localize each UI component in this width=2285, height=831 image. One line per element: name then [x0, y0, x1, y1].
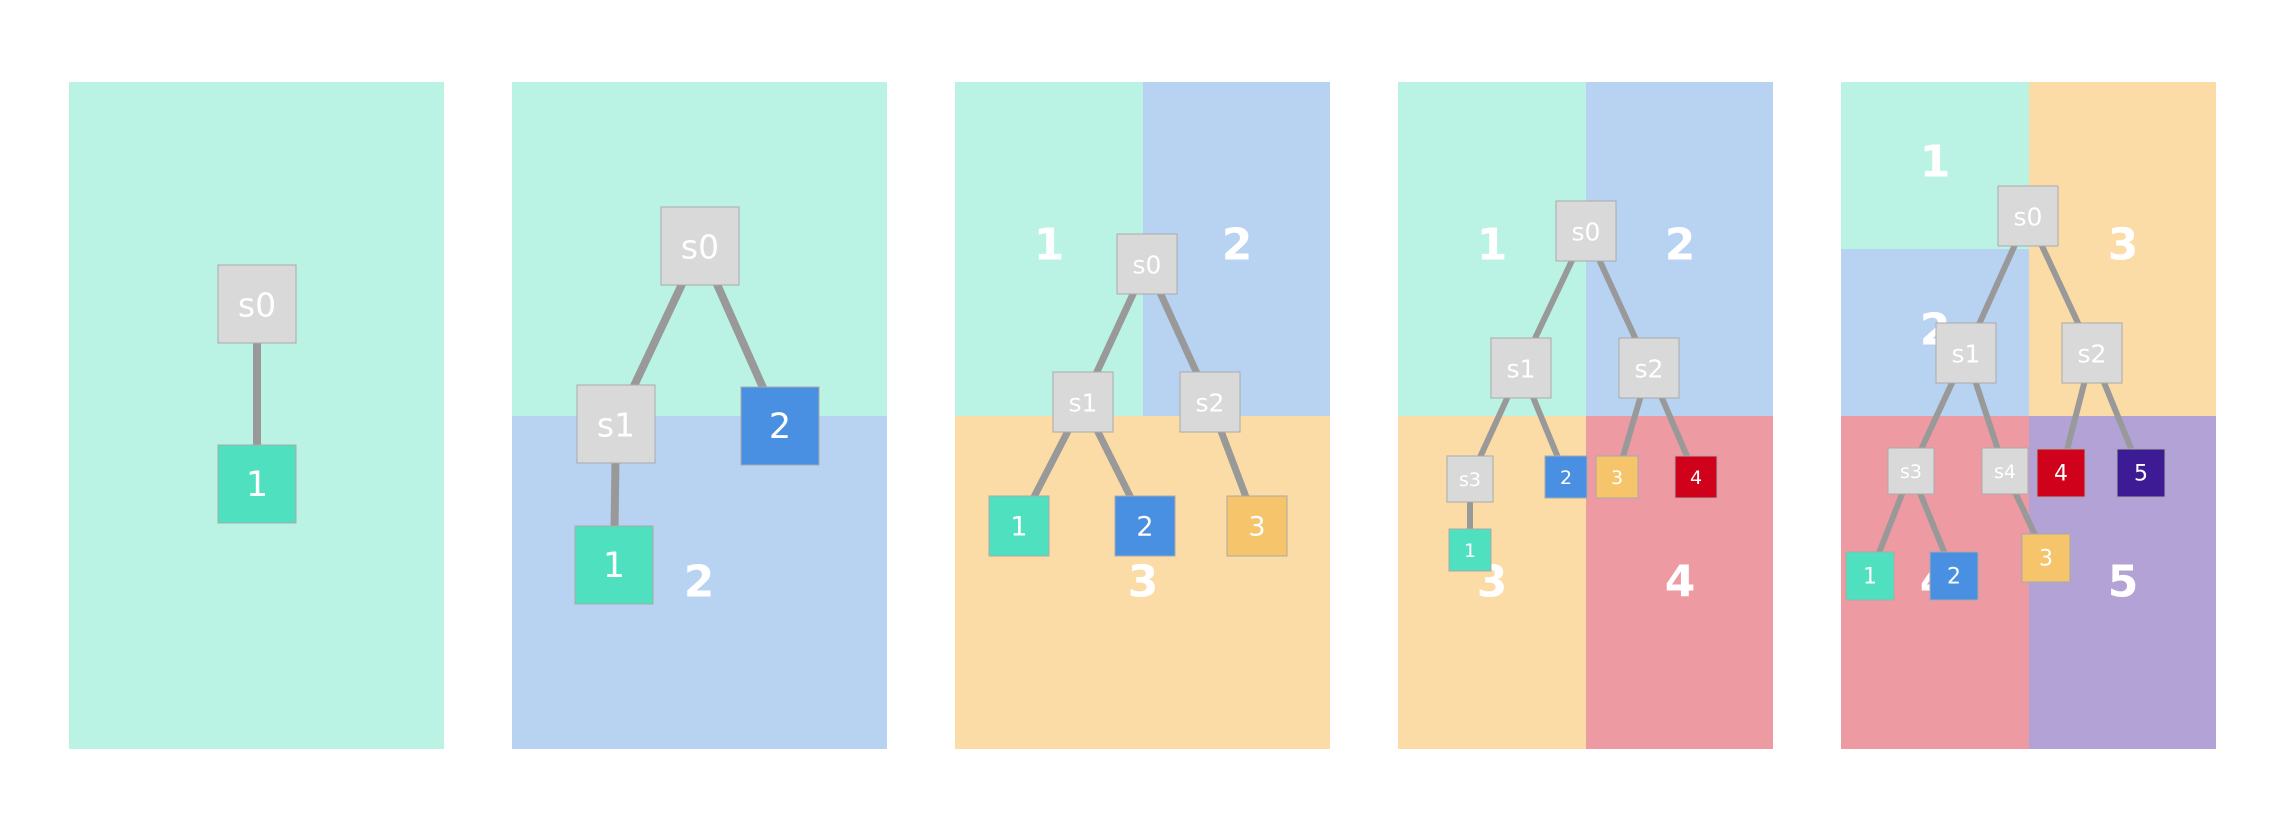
- leaf-node-label: 4: [1690, 467, 1702, 489]
- leaf-node-label: 1: [603, 546, 625, 586]
- panel-2: 2 s0 s1 1 2: [512, 82, 887, 749]
- region-label: 2: [684, 557, 715, 608]
- split-node-s1: [1490, 337, 1552, 399]
- leaf-node-label: 2: [769, 407, 791, 447]
- leaf-node-label: 1: [246, 465, 268, 505]
- split-node-s2: [1618, 337, 1680, 399]
- region-label: 5: [2108, 557, 2139, 608]
- leaf-node-label: 2: [1136, 512, 1153, 543]
- split-node-label: s2: [2078, 340, 2107, 369]
- panel-1: 1s01: [69, 82, 444, 749]
- region-label: 2: [1222, 220, 1253, 271]
- split-node-s3: [1887, 447, 1935, 495]
- leaf-node-label: 1: [1863, 565, 1877, 590]
- split-node-label: s0: [238, 286, 276, 325]
- split-node-label: s3: [1900, 461, 1922, 483]
- split-node-s2: [2061, 322, 2123, 384]
- split-node-s0: [1116, 233, 1178, 295]
- region-label: 2: [1665, 220, 1696, 271]
- region-1: [955, 82, 1143, 416]
- leaf-node-2: [1114, 495, 1176, 557]
- region-3: [955, 416, 1330, 749]
- split-node-s1: [576, 384, 656, 464]
- region-label: 1: [1920, 137, 1951, 188]
- leaf-node-label: 1: [1464, 540, 1476, 562]
- region-label: 1: [1477, 220, 1508, 271]
- split-node-s0: [1555, 200, 1617, 262]
- split-node-s2: [1179, 371, 1241, 433]
- leaf-node-1: [574, 525, 654, 605]
- split-node-label: s1: [597, 406, 635, 445]
- leaf-node-label: 3: [1611, 467, 1623, 489]
- leaf-node-label: 1: [1010, 512, 1027, 543]
- split-node-label: s0: [2014, 203, 2043, 232]
- split-node-label: s0: [1133, 251, 1162, 280]
- panel-5: 12345s0s1s2s3s412345: [1841, 82, 2216, 749]
- leaf-node-2: [1544, 455, 1588, 499]
- leaf-node-3: [1226, 495, 1288, 557]
- leaf-node-label: 4: [2054, 462, 2068, 487]
- split-node-s4: [1981, 447, 2029, 495]
- leaf-node-label: 2: [1560, 467, 1572, 489]
- split-node-label: s2: [1196, 389, 1225, 418]
- leaf-node-label: 5: [2134, 462, 2148, 487]
- leaf-node-label: 2: [1947, 565, 1961, 590]
- split-node-s1: [1935, 322, 1997, 384]
- split-node-s0: [660, 206, 740, 286]
- leaf-node-label: 3: [1248, 512, 1265, 543]
- region-label: 1: [1034, 220, 1065, 271]
- leaf-node-label: 3: [2039, 547, 2053, 572]
- leaf-node-2: [740, 386, 820, 466]
- split-node-label: s4: [1994, 461, 2016, 483]
- region-label: 3: [1128, 557, 1159, 608]
- leaf-node-2: [1929, 551, 1979, 601]
- region-label: 3: [2108, 220, 2139, 271]
- split-node-label: s0: [681, 228, 719, 267]
- split-node-label: s2: [1635, 355, 1664, 384]
- split-node-s0: [1997, 185, 2059, 247]
- leaf-node-1: [1448, 528, 1492, 572]
- split-node-label: s1: [1507, 355, 1536, 384]
- split-node-label: s1: [1952, 340, 1981, 369]
- panel-3: 1 2 3 s0 s1 s2 1 2 3: [955, 82, 1330, 749]
- leaf-node-3: [1595, 455, 1639, 499]
- leaf-node-1: [1845, 551, 1895, 601]
- split-node-s0: [217, 264, 297, 344]
- region-label: 4: [1665, 557, 1696, 608]
- leaf-node-4: [2036, 448, 2086, 498]
- split-node-label: s0: [1572, 218, 1601, 247]
- leaf-node-4: [1674, 455, 1718, 499]
- leaf-node-1: [988, 495, 1050, 557]
- leaf-node-5: [2116, 448, 2166, 498]
- split-node-label: s1: [1069, 389, 1098, 418]
- leaf-node-1: [217, 444, 297, 524]
- split-node-label: s3: [1459, 469, 1481, 491]
- split-node-s3: [1446, 455, 1494, 503]
- leaf-node-3: [2021, 533, 2071, 583]
- split-node-s1: [1052, 371, 1114, 433]
